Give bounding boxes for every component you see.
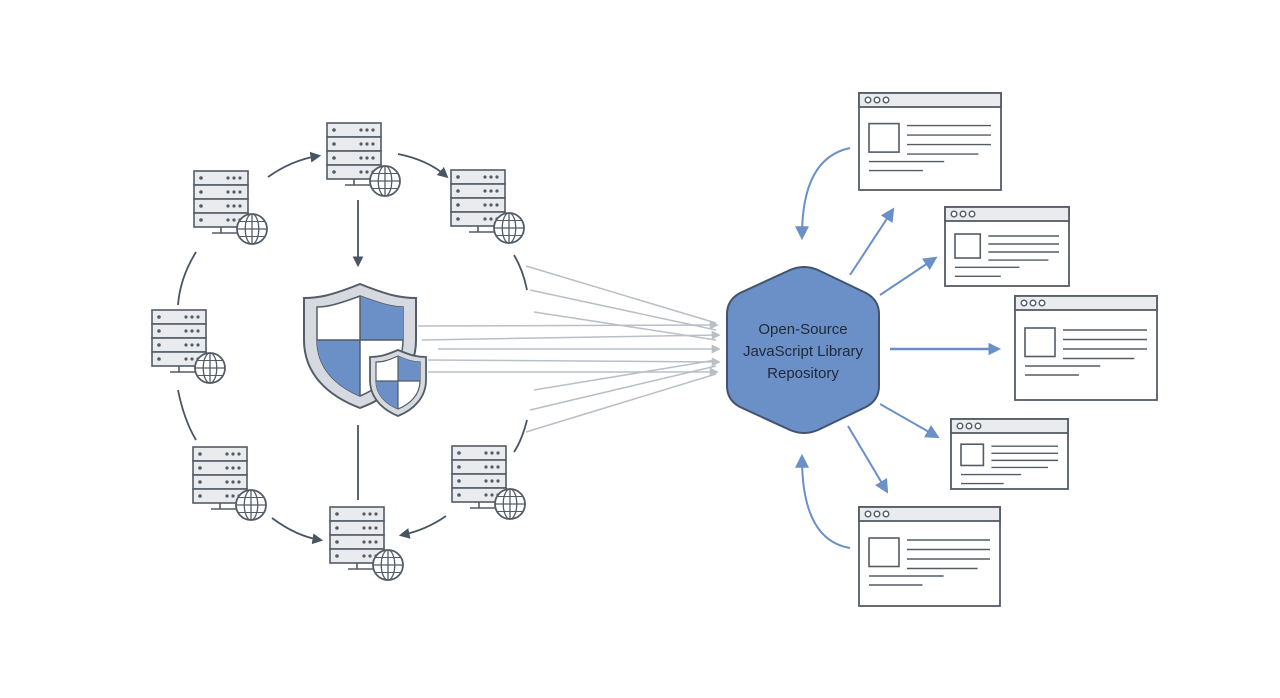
repository-hub[interactable]: Open-Source JavaScript Library Repositor… bbox=[726, 266, 880, 434]
server-rack-icon bbox=[451, 445, 507, 509]
server-node-top[interactable] bbox=[326, 122, 401, 197]
arrow-browser5-to-hub bbox=[795, 453, 851, 549]
hub-label-line-2: JavaScript Library bbox=[743, 343, 864, 360]
server-node-bottom-right[interactable] bbox=[451, 445, 526, 520]
globe-icon bbox=[493, 212, 525, 244]
ring-arrow-topleft-to-top bbox=[267, 151, 322, 178]
shield-to-hub-connectors bbox=[417, 265, 721, 433]
arrow-hub-to-browser4 bbox=[879, 403, 940, 439]
ring-arc-left-upper bbox=[177, 251, 197, 306]
globe-icon bbox=[236, 213, 268, 245]
server-rack-icon bbox=[450, 169, 506, 233]
shield-icon-small bbox=[369, 349, 427, 417]
browser-window-browser-2[interactable] bbox=[944, 206, 1070, 287]
browser-window-icon bbox=[858, 506, 1001, 607]
server-rack-icon bbox=[326, 122, 382, 186]
browser-window-icon bbox=[944, 206, 1070, 287]
ring-arrow-top-to-topright bbox=[397, 153, 449, 179]
browser-window-browser-5[interactable] bbox=[858, 506, 1001, 607]
server-node-bottom[interactable] bbox=[329, 506, 404, 581]
arrow-hub-to-browser1 bbox=[849, 207, 895, 276]
browser-window-icon bbox=[950, 418, 1069, 490]
globe-icon bbox=[494, 488, 526, 520]
hub-hexagon bbox=[726, 266, 880, 434]
server-nodes bbox=[151, 122, 526, 581]
server-node-top-left[interactable] bbox=[193, 170, 268, 245]
ring-arrow-bottomright-to-bottom bbox=[398, 515, 447, 539]
globe-icon bbox=[194, 352, 226, 384]
browser-clients bbox=[858, 92, 1158, 607]
ring-arc-left-lower bbox=[177, 389, 197, 441]
server-node-top-right[interactable] bbox=[450, 169, 525, 244]
browser-window-browser-4[interactable] bbox=[950, 418, 1069, 490]
hub-output-arrows bbox=[795, 147, 1001, 549]
server-node-left[interactable] bbox=[151, 309, 226, 384]
browser-window-icon bbox=[858, 92, 1002, 191]
globe-icon bbox=[369, 165, 401, 197]
server-rack-icon bbox=[193, 170, 249, 234]
browser-window-icon bbox=[1014, 295, 1158, 401]
arrow-hub-to-browser5 bbox=[847, 425, 889, 494]
globe-icon bbox=[235, 489, 267, 521]
hub-label-line-1: Open-Source bbox=[758, 321, 847, 338]
arrow-browser1-to-hub bbox=[795, 147, 851, 241]
server-ring-connectors bbox=[177, 151, 528, 545]
server-rack-icon bbox=[329, 506, 385, 570]
hub-label-line-3: Repository bbox=[767, 365, 839, 382]
ring-arrow-bottomleft-to-bottom bbox=[271, 517, 324, 545]
server-rack-icon bbox=[151, 309, 207, 373]
arrow-hub-to-browser2 bbox=[879, 256, 938, 296]
browser-window-browser-3[interactable] bbox=[1014, 295, 1158, 401]
browser-window-browser-1[interactable] bbox=[858, 92, 1002, 191]
ring-arc-right-upper bbox=[513, 254, 528, 291]
globe-icon bbox=[372, 549, 404, 581]
server-node-bottom-left[interactable] bbox=[192, 446, 267, 521]
ring-arc-right-lower bbox=[513, 419, 528, 453]
security-shield bbox=[303, 282, 427, 417]
